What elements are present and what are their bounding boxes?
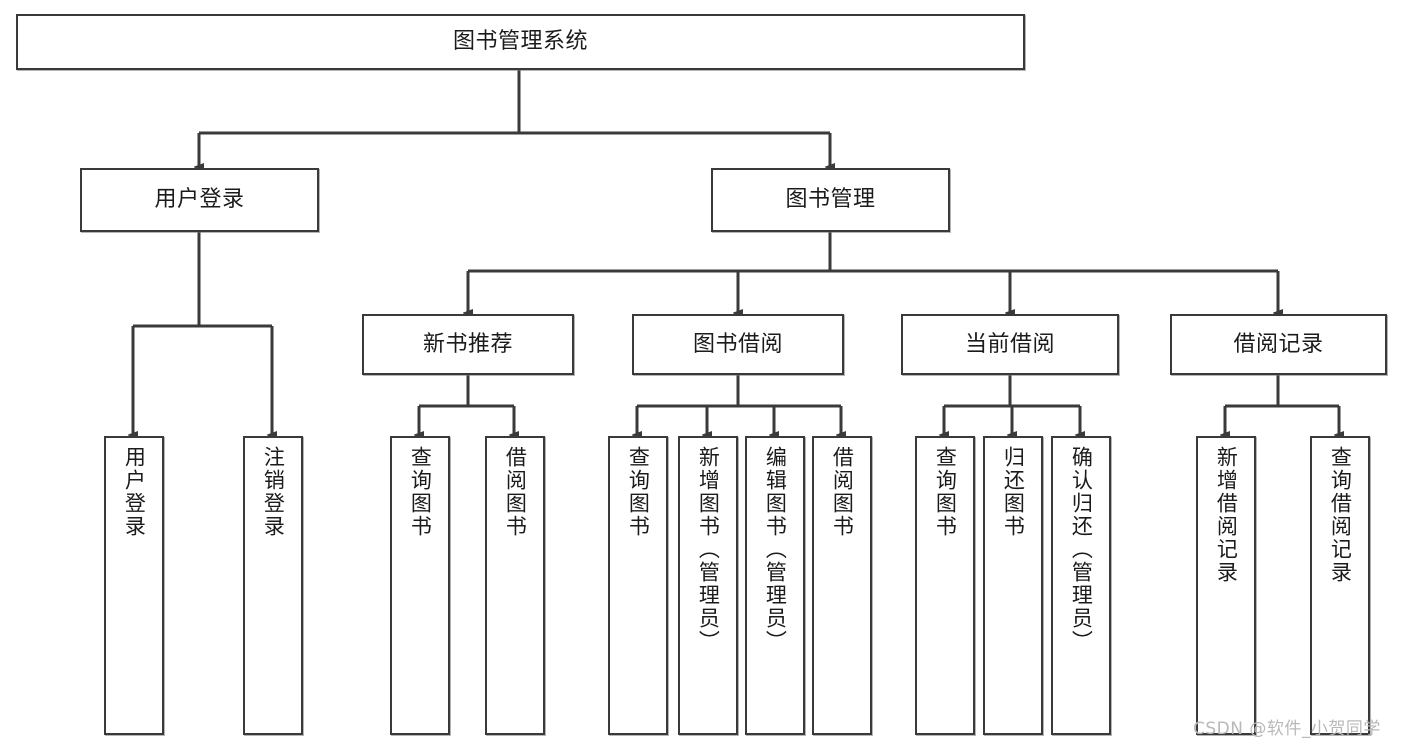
csdn-watermark: CSDN @软件_小贺同学 <box>1193 719 1381 739</box>
node-label: 借阅图书 <box>503 446 528 538</box>
node-label: 新书推荐 <box>422 331 513 357</box>
node-leaf-edit: 编辑图书（管理员） <box>745 436 805 735</box>
node-leaf-logout: 注销登录 <box>243 436 303 735</box>
node-leaf-q1: 查询图书 <box>390 436 450 735</box>
node-label: 查询图书 <box>626 446 651 538</box>
node-leaf-b2: 借阅图书 <box>812 436 872 735</box>
node-label: 编辑图书（管理员） <box>763 446 788 653</box>
node-label: 查询图书 <box>408 446 433 538</box>
node-label: 图书管理系统 <box>452 29 588 55</box>
node-root: 图书管理系统 <box>16 14 1025 70</box>
node-borrow: 图书借阅 <box>632 314 844 375</box>
node-leaf-q3: 查询图书 <box>915 436 975 735</box>
node-leaf-b1: 借阅图书 <box>485 436 545 735</box>
node-label: 图书管理 <box>785 187 876 213</box>
node-leaf-add: 新增图书（管理员） <box>678 436 738 735</box>
node-leaf-addrec: 新增借阅记录 <box>1196 436 1256 735</box>
node-leaf-conf: 确认归还（管理员） <box>1051 436 1111 735</box>
node-records: 借阅记录 <box>1170 314 1387 375</box>
node-leaf-qrec: 查询借阅记录 <box>1310 436 1370 735</box>
node-bookmgmt: 图书管理 <box>711 168 950 232</box>
node-label: 查询借阅记录 <box>1328 446 1353 584</box>
node-label: 确认归还（管理员） <box>1069 446 1094 653</box>
node-label: 用户登录 <box>122 446 147 538</box>
node-leaf-q2: 查询图书 <box>608 436 668 735</box>
node-label: 新增借阅记录 <box>1214 446 1239 584</box>
node-login: 用户登录 <box>80 168 319 232</box>
node-current: 当前借阅 <box>901 314 1119 375</box>
node-label: 用户登录 <box>154 187 245 213</box>
node-label: 当前借阅 <box>964 331 1055 357</box>
node-label: 借阅图书 <box>830 446 855 538</box>
node-label: 图书借阅 <box>692 331 783 357</box>
node-label: 归还图书 <box>1001 446 1026 538</box>
node-leaf-ret: 归还图书 <box>983 436 1043 735</box>
node-label: 注销登录 <box>261 446 286 538</box>
node-label: 查询图书 <box>933 446 958 538</box>
node-label: 借阅记录 <box>1233 331 1324 357</box>
node-newrec: 新书推荐 <box>362 314 574 375</box>
node-leaf-login: 用户登录 <box>104 436 164 735</box>
node-label: 新增图书（管理员） <box>696 446 721 653</box>
